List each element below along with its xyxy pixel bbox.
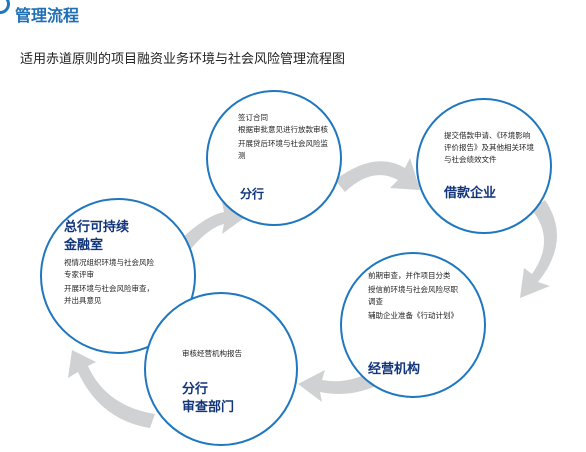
arrow-borrower-to-operator [520, 200, 557, 298]
node-branch-top-text: 签订合同 根据审批意见进行放款审核 开展贷后环境与社会风险监测 [238, 112, 334, 162]
node-borrower-text: 提交借款申请、《环境影响评价报告》及其他相关环境与社会绩效文件 [444, 130, 536, 166]
node-item: 根据审批意见进行放款审核 [238, 125, 328, 134]
node-head-office-heading-2: 金融室 [64, 238, 104, 253]
arrow-branch-to-borrower [335, 158, 420, 192]
node-operator-text: 前期审查，并作项目分类 授信前环境与社会风险尽职调查 辅助企业准备《行动计划》 [368, 270, 460, 322]
node-item: 提交借款申请、《环境影响评价报告》及其他相关环境与社会绩效文件 [444, 131, 534, 164]
arrow-review-to-headoffice [68, 350, 155, 428]
node-item: 视情况组织环境与社会风险专家评审 [64, 258, 154, 279]
node-operator-heading: 经营机构 [368, 362, 421, 377]
node-item: 签订合同 [238, 113, 268, 122]
node-item: 开展环境与社会风险审查，并出具意见 [64, 284, 154, 305]
node-borrower [416, 98, 552, 234]
node-head-office-text: 视情况组织环境与社会风险专家评审 开展环境与社会风险审查，并出具意见 [64, 257, 154, 307]
page-title: 管理流程 [15, 6, 80, 25]
header-mark-icon [0, 0, 10, 14]
page-subtitle: 适用赤道原则的项目融资业务环境与社会风险管理流程图 [20, 52, 346, 67]
node-item: 辅助企业准备《行动计划》 [368, 311, 458, 320]
node-review-heading-2: 审查部门 [182, 400, 235, 415]
node-review-heading-1: 分行 [182, 382, 209, 397]
node-item: 前期审查，并作项目分类 [368, 271, 451, 280]
node-borrower-heading: 借款企业 [444, 186, 497, 201]
node-item: 开展贷后环境与社会风险监测 [238, 139, 328, 160]
node-head-office-heading-1: 总行可持续 [64, 220, 130, 235]
node-item: 授信前环境与社会风险尽职调查 [368, 285, 458, 306]
node-branch-top [206, 90, 342, 226]
node-branch-top-heading: 分行 [240, 187, 265, 201]
arrow-headoffice-to-branch [180, 202, 244, 250]
node-operator [340, 252, 486, 398]
node-review-text: 审核经营机构报告 [182, 348, 282, 360]
node-review [144, 292, 298, 446]
node-item: 审核经营机构报告 [182, 349, 242, 358]
